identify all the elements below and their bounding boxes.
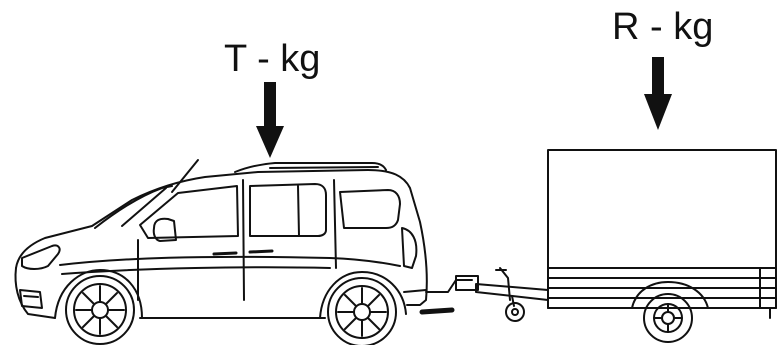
- car-rear-wheel: [327, 277, 397, 347]
- car-front-wheel: [65, 275, 135, 345]
- tow-vehicle-load-label: T - kg: [224, 38, 321, 80]
- down-arrow-t: [256, 82, 284, 158]
- car: [14, 159, 428, 319]
- tow-hitch: [419, 275, 479, 315]
- trailer-wheel: [643, 293, 693, 343]
- trailer-load-label: R - kg: [612, 6, 714, 48]
- down-arrow-r: [644, 57, 672, 130]
- trailer: [475, 149, 777, 322]
